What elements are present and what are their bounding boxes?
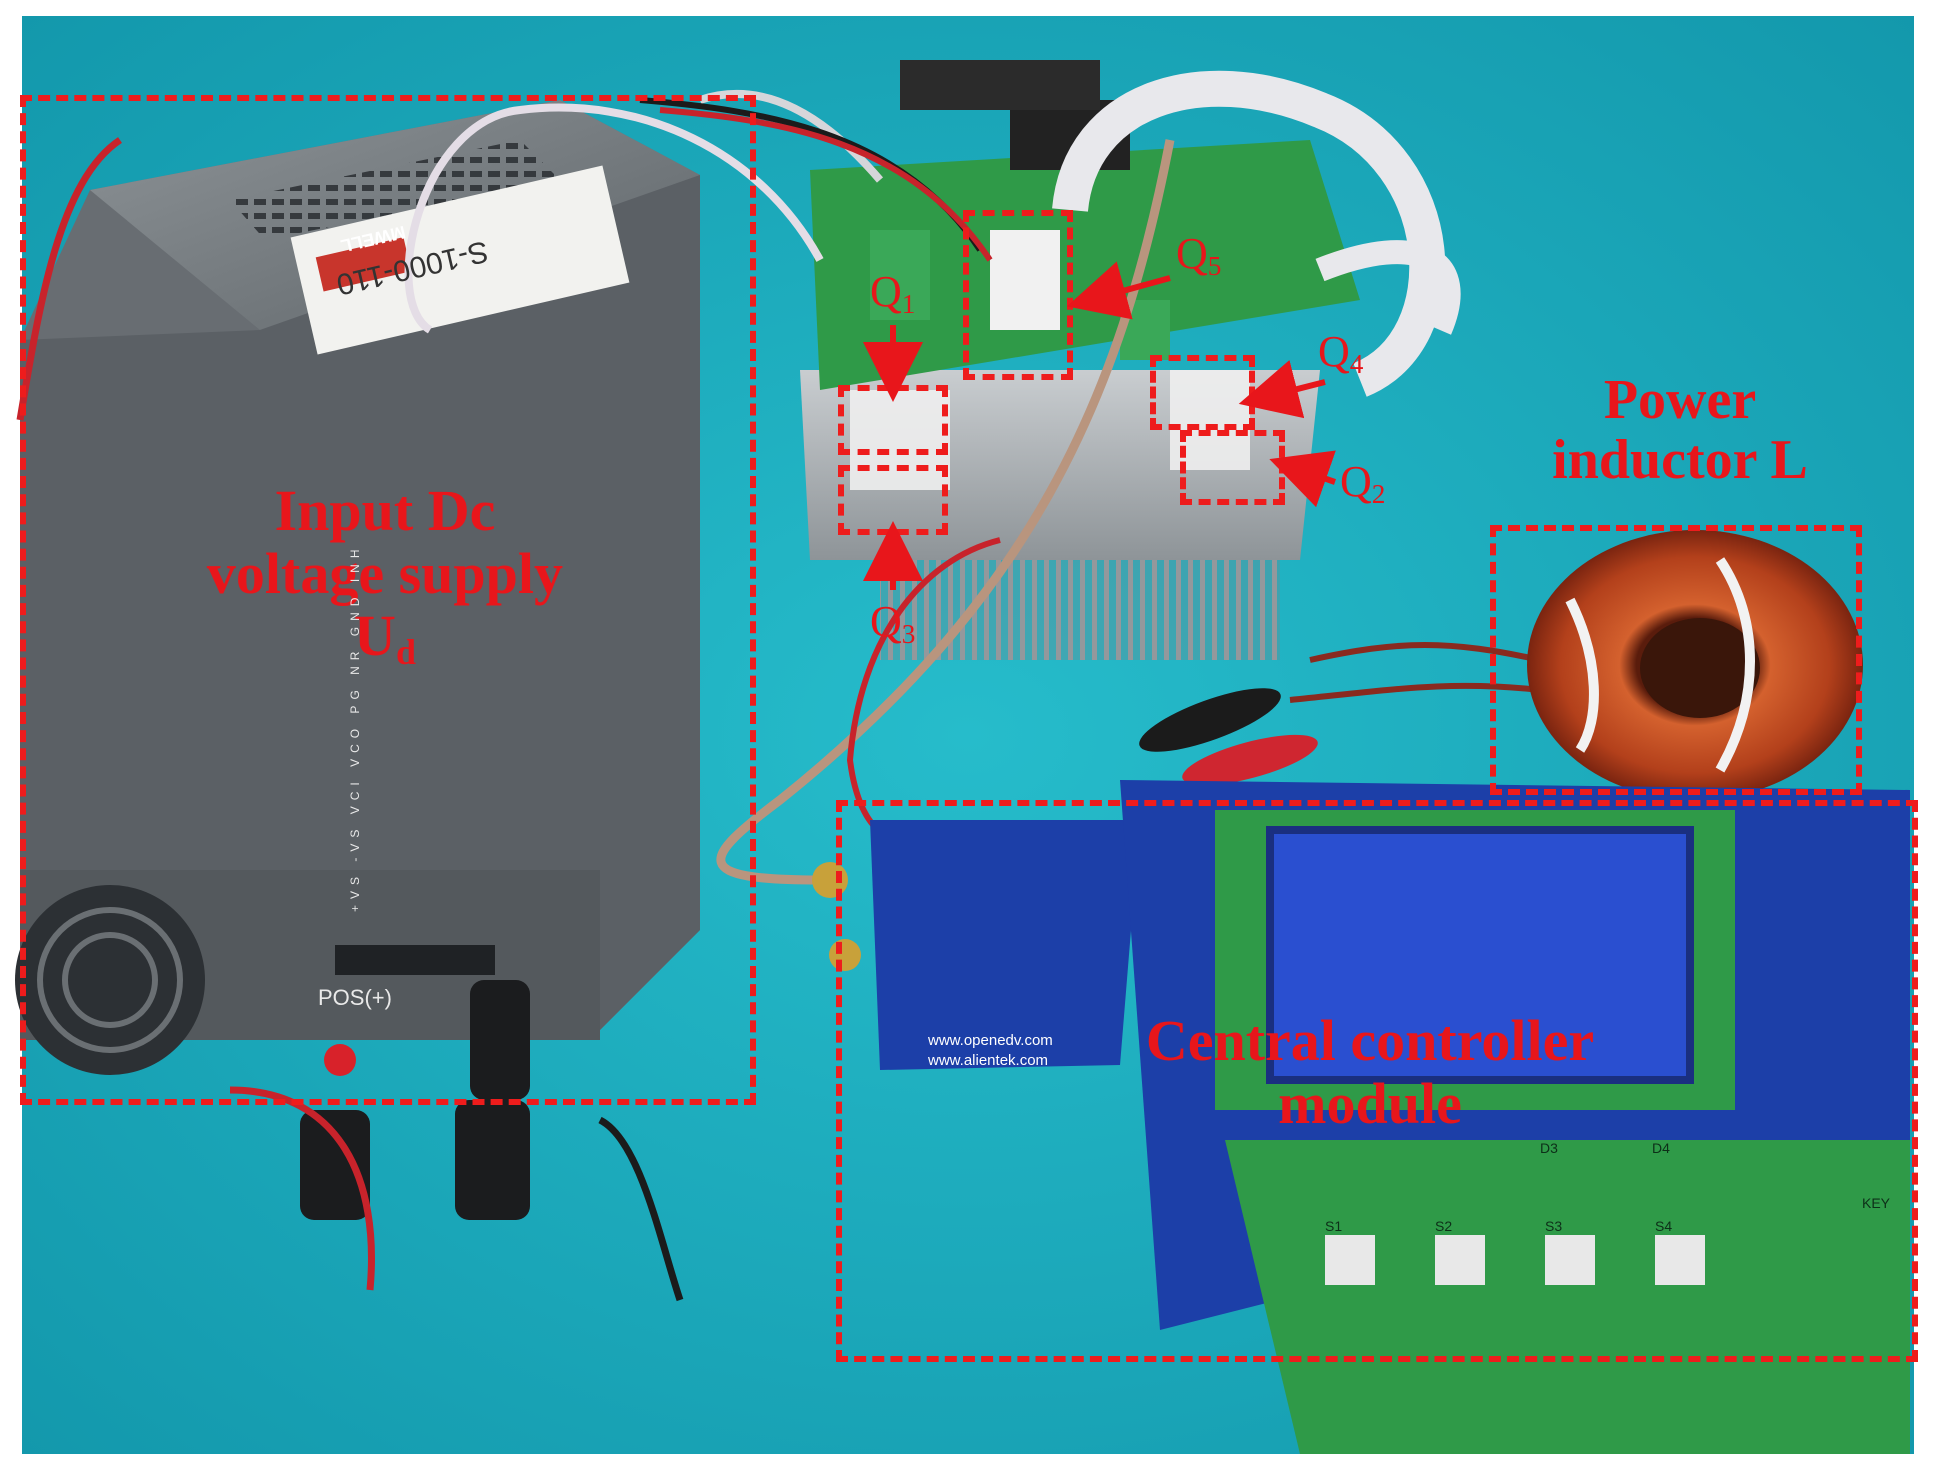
cables bbox=[16, 70, 1541, 1302]
q1-symbol: Q bbox=[870, 267, 902, 316]
terminal-vs-plus: +VS bbox=[348, 870, 362, 912]
input-supply-line2: voltage supply bbox=[206, 540, 564, 606]
central-controller-line1: Central controller bbox=[1145, 1008, 1595, 1073]
q2-label: Q2 bbox=[1340, 460, 1385, 508]
q1-subscript: 1 bbox=[901, 288, 916, 319]
q2-subscript: 2 bbox=[1371, 478, 1386, 509]
terminal-pg: PG bbox=[348, 684, 362, 714]
terminal-gnd: GND bbox=[348, 591, 362, 637]
button-label-s3: S3 bbox=[1545, 1218, 1563, 1234]
red-clip bbox=[1182, 734, 1318, 786]
led-label-d4: D4 bbox=[1652, 1140, 1670, 1156]
q4-symbol: Q bbox=[1318, 327, 1350, 376]
controller-url1: www.openedv.com bbox=[928, 1032, 1053, 1049]
key-label: KEY bbox=[1862, 1195, 1891, 1211]
terminal-vs-minus: -VS bbox=[348, 823, 362, 862]
input-supply-label: Input Dc voltage supply Ud bbox=[140, 478, 630, 673]
q5-subscript: 5 bbox=[1207, 250, 1222, 281]
q5-symbol: Q bbox=[1176, 229, 1208, 278]
q3-symbol: Q bbox=[870, 597, 902, 646]
q2-arrow bbox=[1269, 450, 1336, 508]
q5-arrow bbox=[1066, 261, 1171, 320]
power-inductor-label: Power inductor L bbox=[1500, 370, 1860, 491]
input-supply-line1: Input Dc bbox=[274, 478, 496, 543]
q3-subscript: 3 bbox=[901, 618, 916, 649]
terminal-inh: INH bbox=[348, 543, 362, 583]
q4-subscript: 4 bbox=[1349, 348, 1364, 379]
button-label-s2: S2 bbox=[1435, 1218, 1453, 1234]
q3-label: Q3 bbox=[870, 600, 915, 648]
adapter-board bbox=[812, 820, 1140, 1070]
power-inductor-line1: Power bbox=[1603, 369, 1757, 431]
power-inductor-coil bbox=[1527, 530, 1863, 800]
input-supply-line3: Ud bbox=[140, 603, 630, 673]
psu-spec-label bbox=[290, 165, 630, 355]
power-inductor-box bbox=[1490, 525, 1862, 795]
dc-power-supply bbox=[15, 100, 700, 1220]
controller-url2: www.alientek.com bbox=[928, 1052, 1049, 1069]
q5-label: Q5 bbox=[1176, 232, 1221, 280]
button-label-s4: S4 bbox=[1655, 1218, 1673, 1234]
input-supply-box bbox=[20, 95, 756, 1105]
terminal-vci: VCI bbox=[348, 776, 362, 815]
central-controller-label: Central controller module bbox=[1060, 1008, 1680, 1136]
central-controller-line2: module bbox=[1278, 1070, 1462, 1136]
q1-label: Q1 bbox=[870, 270, 915, 318]
power-inductor-line2: inductor L bbox=[1552, 429, 1808, 492]
ud-subscript: d bbox=[395, 632, 416, 673]
q4-arrow bbox=[1238, 360, 1326, 419]
black-clip bbox=[1139, 688, 1281, 752]
controller-board bbox=[1120, 780, 1910, 1454]
led-label-d3: D3 bbox=[1540, 1140, 1558, 1156]
button-label-s1: S1 bbox=[1325, 1218, 1343, 1234]
q2-symbol: Q bbox=[1340, 457, 1372, 506]
terminal-vco: VCO bbox=[348, 722, 362, 767]
q4-label: Q4 bbox=[1318, 330, 1363, 378]
ud-symbol: U bbox=[354, 603, 396, 669]
central-controller-box bbox=[836, 800, 1918, 1362]
terminal-nr: NR bbox=[348, 645, 362, 675]
psu-pos-text: POS(+) bbox=[318, 985, 392, 1010]
psu-terminal-strip: +VS -VS VCI VCO PG NR GND INH bbox=[348, 544, 362, 913]
pos-terminal bbox=[324, 1044, 356, 1076]
